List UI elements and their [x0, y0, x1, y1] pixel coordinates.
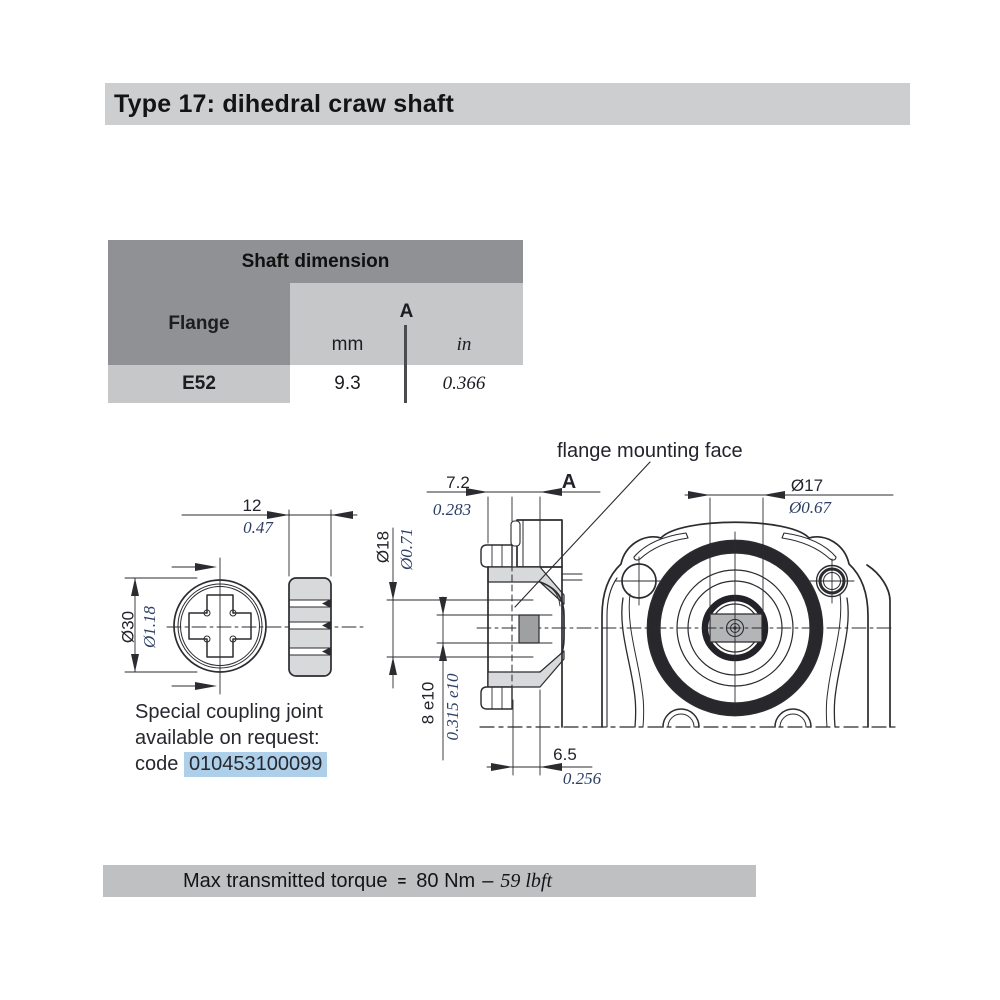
note-line-3: code 010453100099 — [135, 751, 328, 777]
shaft-section-view — [476, 519, 608, 728]
dim-d18-mm-label: Ø18 — [373, 531, 392, 563]
torque-label: Max transmitted torque — [183, 869, 388, 892]
note-line-2: available on request: — [135, 727, 320, 749]
torque-imperial: 59 lbft — [500, 869, 552, 892]
shaft-key-section — [518, 614, 540, 644]
dash: – — [482, 869, 494, 892]
shaft-dimension-table: Shaft dimension Flange A mm in E52 9.3 0… — [108, 240, 523, 403]
dim-72-a — [426, 488, 601, 544]
special-coupling-note: Special coupling joint available on requ… — [135, 699, 328, 777]
equals-sign: = — [397, 872, 407, 890]
col-a: A — [399, 301, 414, 322]
torque-bar: Max transmitted torque = 80 Nm – 59 lbft — [103, 865, 756, 897]
flange-mounting-face-label: flange mounting face — [557, 440, 743, 462]
dim-72-in-label: 0.283 — [433, 500, 471, 519]
title-bar: Type 17: dihedral craw shaft — [105, 83, 910, 125]
leader-line — [514, 461, 651, 608]
cell-flange-value: E52 — [108, 365, 290, 403]
dim-8e10-mm-label: 8 e10 — [418, 682, 437, 725]
dim-12-mm-label: 12 — [243, 496, 262, 515]
dim-72-mm-label: 7.2 — [446, 473, 470, 492]
torque-metric: 80 Nm — [416, 869, 476, 892]
table-row: E52 9.3 0.366 — [108, 365, 523, 403]
dim-8e10-in-label: 0.315 e10 — [443, 673, 462, 741]
craw-profile — [188, 594, 252, 658]
code-prefix: code — [135, 753, 184, 775]
dim-d17-in-label: Ø0.67 — [788, 498, 833, 517]
dim-8e10 — [436, 596, 553, 761]
cell-mm-value: 9.3 — [290, 365, 405, 403]
table-header: Shaft dimension — [108, 240, 523, 283]
coupling-code: 010453100099 — [183, 752, 328, 777]
dim-65-in-label: 0.256 — [563, 769, 602, 788]
dim-d18 — [386, 527, 534, 689]
dim-12 — [181, 509, 358, 577]
dim-d30-in-label: Ø1.18 — [140, 605, 159, 649]
dim-65 — [486, 689, 593, 776]
dim-12-in-label: 0.47 — [243, 518, 274, 537]
dim-a-label: A — [562, 471, 576, 493]
crescent-slot-left — [633, 532, 689, 561]
table-divider — [404, 325, 407, 403]
dim-65-mm-label: 6.5 — [553, 745, 577, 764]
col-in: in — [456, 334, 472, 355]
note-line-1: Special coupling joint — [135, 701, 323, 723]
page-title: Type 17: dihedral craw shaft — [114, 89, 454, 118]
coupling-side-view — [288, 577, 332, 677]
crescent-slot-right — [781, 532, 837, 561]
col-a-group: A mm in — [290, 283, 523, 365]
col-flange: Flange — [108, 283, 290, 365]
pump-flange-front-view — [601, 521, 894, 728]
dim-d17 — [684, 491, 894, 615]
col-mm: mm — [331, 334, 364, 355]
dim-d30-mm-label: Ø30 — [118, 611, 137, 643]
dim-d18-in-label: Ø0.71 — [397, 528, 416, 571]
dim-d17-mm-label: Ø17 — [791, 476, 823, 495]
dim-d30 — [124, 577, 198, 673]
cell-in-value: 0.366 — [405, 365, 523, 403]
